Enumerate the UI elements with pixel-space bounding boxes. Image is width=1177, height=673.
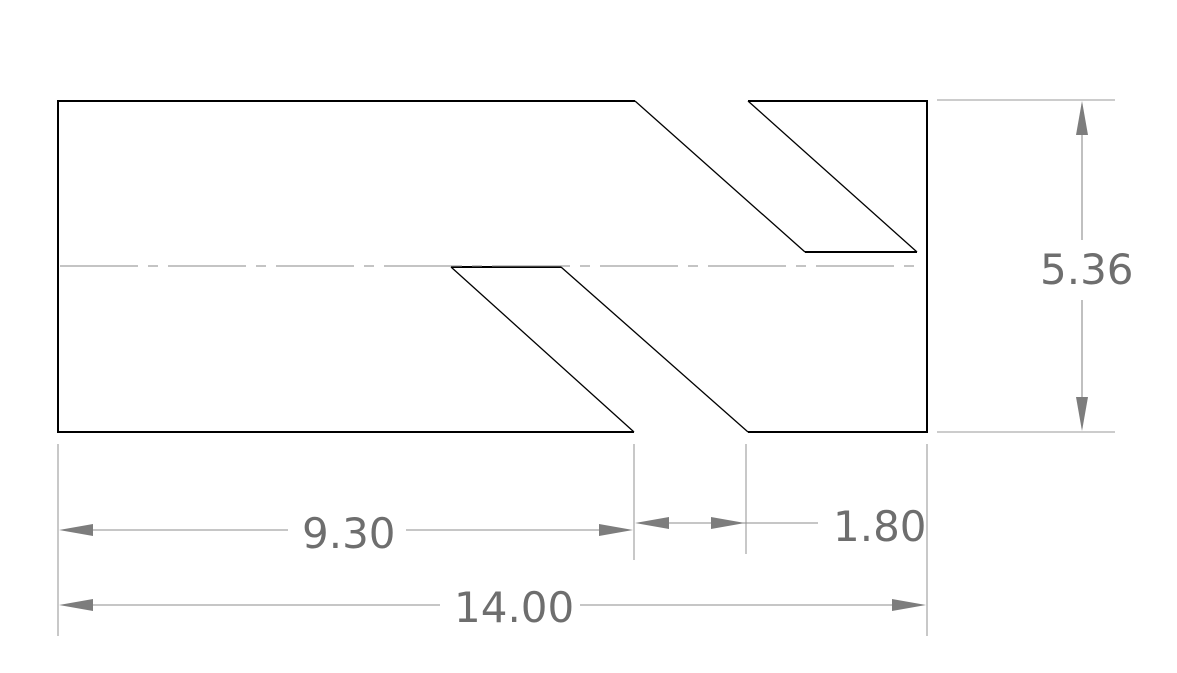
dimension-left-length: 9.30 [59,509,633,558]
slot-width-dimension-label: 1.80 [833,502,927,551]
part-outline [57,100,928,433]
total-length-dimension-label: 14.00 [454,583,574,632]
left-length-arrow-left-icon [59,524,93,536]
dimension-slot-width: 1.80 [635,502,927,551]
slot-width-arrow-right-icon [711,517,745,529]
left-length-dimension-label: 9.30 [302,509,396,558]
bottom-extension-lines [57,444,928,636]
upper-slot-right-edge [747,100,918,253]
height-arrow-up-icon [1076,101,1088,135]
lower-slot-right-edge [560,266,749,433]
slot-cuts [450,100,918,433]
lower-slot-left-edge [450,266,635,433]
part-main-body [57,100,635,433]
dimension-height: 5.36 [937,99,1134,433]
slot-width-arrow-left-icon [635,517,669,529]
height-arrow-down-icon [1076,397,1088,431]
height-dimension-label: 5.36 [1040,245,1134,294]
total-length-arrow-left-icon [59,599,93,611]
upper-slot-left-edge [634,100,806,253]
total-length-arrow-right-icon [892,599,926,611]
part-right-block [748,100,928,433]
dimension-total-length: 14.00 [59,583,926,632]
left-length-arrow-right-icon [599,524,633,536]
